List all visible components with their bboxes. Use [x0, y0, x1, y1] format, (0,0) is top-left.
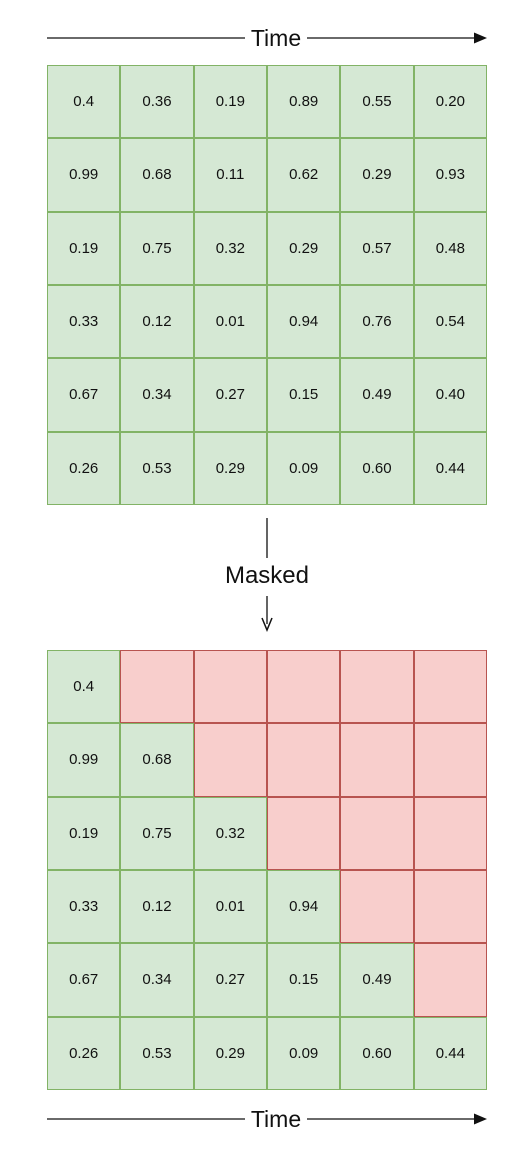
matrix-cell: 0.53	[120, 431, 194, 505]
masked-cell	[413, 650, 487, 724]
matrix-cell: 0.27	[193, 943, 267, 1017]
matrix-cell: 0.44	[413, 431, 487, 505]
matrix-cell: 0.29	[267, 211, 341, 285]
masked-cell	[413, 943, 487, 1017]
matrix-cell: 0.19	[47, 211, 121, 285]
masked-cell	[413, 723, 487, 797]
matrix-cell: 0.76	[340, 285, 414, 359]
masked-cell	[267, 650, 341, 724]
masked-label: Masked	[202, 560, 332, 592]
matrix-cell: 0.4	[47, 650, 121, 724]
masked-cell	[340, 723, 414, 797]
matrix-cell: 0.75	[120, 796, 194, 870]
masked-cell	[340, 650, 414, 724]
matrix-cell: 0.01	[193, 870, 267, 944]
matrix-cell: 0.12	[120, 285, 194, 359]
matrix-cell: 0.26	[47, 1016, 121, 1090]
down-arrow-icon	[261, 518, 273, 632]
matrix-cell: 0.32	[193, 211, 267, 285]
matrix-cell: 0.55	[340, 65, 414, 139]
matrix-cell: 0.29	[193, 431, 267, 505]
matrix-cell: 0.33	[47, 870, 121, 944]
matrix-cell: 0.93	[413, 138, 487, 212]
matrix-cell: 0.27	[193, 358, 267, 432]
masked-cell	[193, 650, 267, 724]
matrix-cell: 0.32	[193, 796, 267, 870]
matrix-cell: 0.34	[120, 358, 194, 432]
matrix-cell: 0.01	[193, 285, 267, 359]
matrix-cell: 0.36	[120, 65, 194, 139]
matrix-cell: 0.15	[267, 943, 341, 1017]
matrix-cell: 0.40	[413, 358, 487, 432]
top-time-axis: Time	[47, 26, 487, 50]
masked-cell	[193, 723, 267, 797]
masking-connector	[247, 518, 287, 636]
matrix-cell: 0.09	[267, 431, 341, 505]
matrix-cell: 0.29	[193, 1016, 267, 1090]
matrix-cell: 0.89	[267, 65, 341, 139]
matrix-cell: 0.99	[47, 138, 121, 212]
matrix-cell: 0.57	[340, 211, 414, 285]
time-label: Time	[245, 26, 307, 50]
matrix-cell: 0.09	[267, 1016, 341, 1090]
masked-cell	[120, 650, 194, 724]
masked-cell	[340, 796, 414, 870]
matrix-cell: 0.67	[47, 358, 121, 432]
masked-cell	[413, 870, 487, 944]
matrix-cell: 0.12	[120, 870, 194, 944]
matrix-cell: 0.44	[413, 1016, 487, 1090]
masked-cell	[267, 796, 341, 870]
matrix-cell: 0.62	[267, 138, 341, 212]
matrix-cell: 0.60	[340, 1016, 414, 1090]
matrix-cell: 0.19	[193, 65, 267, 139]
matrix-cell: 0.34	[120, 943, 194, 1017]
matrix-cell: 0.94	[267, 285, 341, 359]
matrix-cell: 0.54	[413, 285, 487, 359]
matrix-cell: 0.19	[47, 796, 121, 870]
matrix-cell: 0.29	[340, 138, 414, 212]
matrix-cell: 0.60	[340, 431, 414, 505]
matrix-cell: 0.99	[47, 723, 121, 797]
masked-cell	[267, 723, 341, 797]
time-label: Time	[245, 1107, 307, 1131]
bottom-time-axis: Time	[47, 1107, 487, 1131]
matrix-cell: 0.75	[120, 211, 194, 285]
matrix-cell: 0.67	[47, 943, 121, 1017]
matrix-cell: 0.68	[120, 138, 194, 212]
matrix-cell: 0.15	[267, 358, 341, 432]
matrix-cell: 0.94	[267, 870, 341, 944]
matrix-cell: 0.4	[47, 65, 121, 139]
matrix-cell: 0.49	[340, 358, 414, 432]
matrix-cell: 0.33	[47, 285, 121, 359]
masked-cell	[340, 870, 414, 944]
matrix-cell: 0.53	[120, 1016, 194, 1090]
matrix-cell: 0.26	[47, 431, 121, 505]
masked-cell	[413, 796, 487, 870]
matrix-cell: 0.20	[413, 65, 487, 139]
matrix-cell: 0.11	[193, 138, 267, 212]
matrix-cell: 0.49	[340, 943, 414, 1017]
matrix-cell: 0.48	[413, 211, 487, 285]
matrix-cell: 0.68	[120, 723, 194, 797]
